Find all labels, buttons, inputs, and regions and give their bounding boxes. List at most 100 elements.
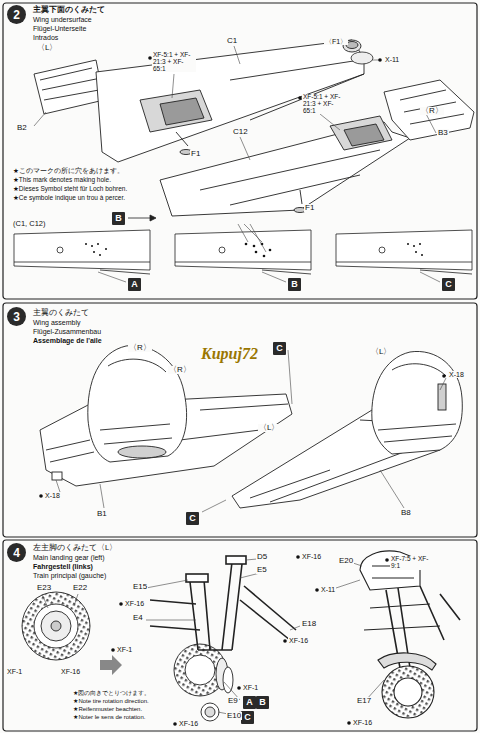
paint-code: XF-7:5 + XF-9:1: [390, 556, 432, 570]
paint-code: XF-5:1 + XF-21:3 + XF-65:1: [302, 94, 346, 114]
part-number: 〈R〉: [420, 107, 444, 115]
assembly-note: ★This mark denotes making hole.: [12, 177, 112, 184]
leader-lines: [56, 350, 446, 512]
assembly-note: ★図の向きでとりつけます。: [72, 690, 151, 696]
part-tree-letter: B: [291, 280, 298, 289]
step-heading: Fahrgestell (links): [32, 563, 94, 570]
wing-assembly-right: [40, 345, 292, 486]
part-tree-letter: B: [259, 698, 266, 707]
part-number: 〈F1〉: [324, 38, 348, 45]
part-number: 〈L〉: [370, 348, 392, 356]
step-heading: Main landing gear (left): [32, 554, 106, 561]
wing-assembly-left: [232, 351, 462, 508]
part-number: E15: [132, 583, 148, 591]
paint-code: XF-1: [116, 646, 133, 653]
part-tree-box: C: [186, 512, 199, 525]
landing-gear-struts: [150, 556, 296, 650]
step-heading: Intrados: [32, 34, 59, 41]
assembly-note: ★Reifenmuster beachten.: [72, 706, 143, 712]
step-heading: Assemblage de l'aile: [32, 337, 103, 344]
part-number: F1: [304, 204, 315, 212]
part-tree-letter: A: [246, 698, 253, 707]
paint-code: XF-16: [60, 668, 81, 675]
leader-lines: [42, 558, 384, 716]
assembly-note: ★Dieses Symbol steht für Loch bohren.: [12, 186, 128, 193]
part-number: 〈L〉: [36, 44, 58, 52]
paint-code: XF-1: [6, 668, 23, 675]
part-tree-letter: C: [445, 280, 452, 289]
main-wheel-exploded: [174, 644, 240, 721]
step-number: 4: [7, 543, 26, 562]
step-number: 3: [7, 307, 26, 326]
assembly-note: ★このマークの所に穴をあけます。: [12, 168, 125, 175]
part-number: 〈R〉: [168, 366, 192, 374]
watermark: Kupuj72: [200, 346, 259, 363]
paint-code: X-11: [320, 586, 336, 593]
paint-code: X-18: [44, 492, 61, 499]
detail-arrows: [98, 224, 440, 282]
step-heading: Flügel-Zusammenbau: [32, 328, 102, 335]
part-number: B3: [437, 129, 449, 137]
assembly-note: ★Ce symbole indique un trou à percer.: [12, 195, 126, 202]
part-number: B2: [16, 124, 28, 132]
part-tree-letter: C: [276, 344, 283, 353]
part-number: C12: [232, 128, 249, 136]
assembly-note: ★Noter le sens de rotation.: [72, 714, 146, 720]
paint-code: XF-16: [124, 600, 145, 607]
step-heading: Wing assembly: [32, 319, 81, 326]
paint-code: XF-1: [242, 684, 259, 691]
step-number-text: 4: [13, 547, 20, 559]
rotation-arrow: [100, 655, 122, 675]
part-number: E20: [338, 557, 354, 565]
part-number: B8: [400, 509, 412, 517]
wing-right-underside: [160, 80, 474, 216]
part-number: C1: [226, 37, 238, 45]
part-number: (C1, C12): [12, 220, 47, 228]
part-tree-box: A: [128, 278, 141, 291]
part-tree-box: C: [273, 342, 286, 355]
part-tree-letter: C: [244, 713, 251, 722]
f1-part-icon: [351, 52, 382, 64]
paint-code: XF-16: [178, 720, 199, 727]
part-tree-box: B: [112, 212, 125, 225]
step-heading: 左主脚のくみたて〈L〉: [32, 544, 118, 552]
part-number: E22: [72, 584, 88, 592]
part-tree-letter: A: [131, 280, 138, 289]
part-number: E9: [227, 697, 239, 705]
step-heading: Train principal (gauche): [32, 572, 107, 579]
part-tree-box: B: [256, 696, 269, 709]
part-number: E23: [36, 584, 52, 592]
part-number: F1: [190, 150, 201, 158]
drill-symbol: [128, 215, 156, 221]
part-number: E5: [256, 566, 268, 574]
part-number: E10: [226, 712, 242, 720]
paint-code: XF-5:1 + XF-21:3 + XF-65:1: [152, 52, 196, 72]
step-heading: Wing undersurface: [32, 16, 93, 23]
paint-code: X-18: [448, 371, 465, 378]
step-number-text: 2: [13, 9, 20, 21]
part-number: E17: [356, 697, 372, 705]
step-number: 2: [7, 5, 26, 24]
paint-code: XF-16: [301, 553, 322, 560]
part-tree-letter: C: [189, 514, 196, 523]
part-tree-box: A: [243, 696, 256, 709]
panel-frames: [3, 3, 477, 731]
main-wheel-left: [22, 592, 90, 660]
part-tree-letter: B: [115, 214, 122, 223]
part-number: 〈R〉: [128, 344, 152, 352]
hole-marks: [85, 243, 423, 258]
part-tree-box: C: [442, 278, 455, 291]
part-number: 〈L〉: [258, 424, 280, 432]
leader-lines: [34, 46, 436, 160]
part-number: D5: [256, 553, 268, 561]
step-number-text: 3: [13, 311, 20, 323]
landing-gear-assembled: [360, 551, 460, 718]
step-heading: 主翼のくみたて: [32, 309, 90, 317]
part-tree-box: B: [288, 278, 301, 291]
part-number: E4: [132, 614, 144, 622]
paint-dots: [39, 56, 446, 726]
assembly-note: ★Note tire rotation direction.: [72, 698, 150, 704]
part-number: E18: [301, 620, 317, 628]
hole-detail-views: [14, 230, 472, 274]
